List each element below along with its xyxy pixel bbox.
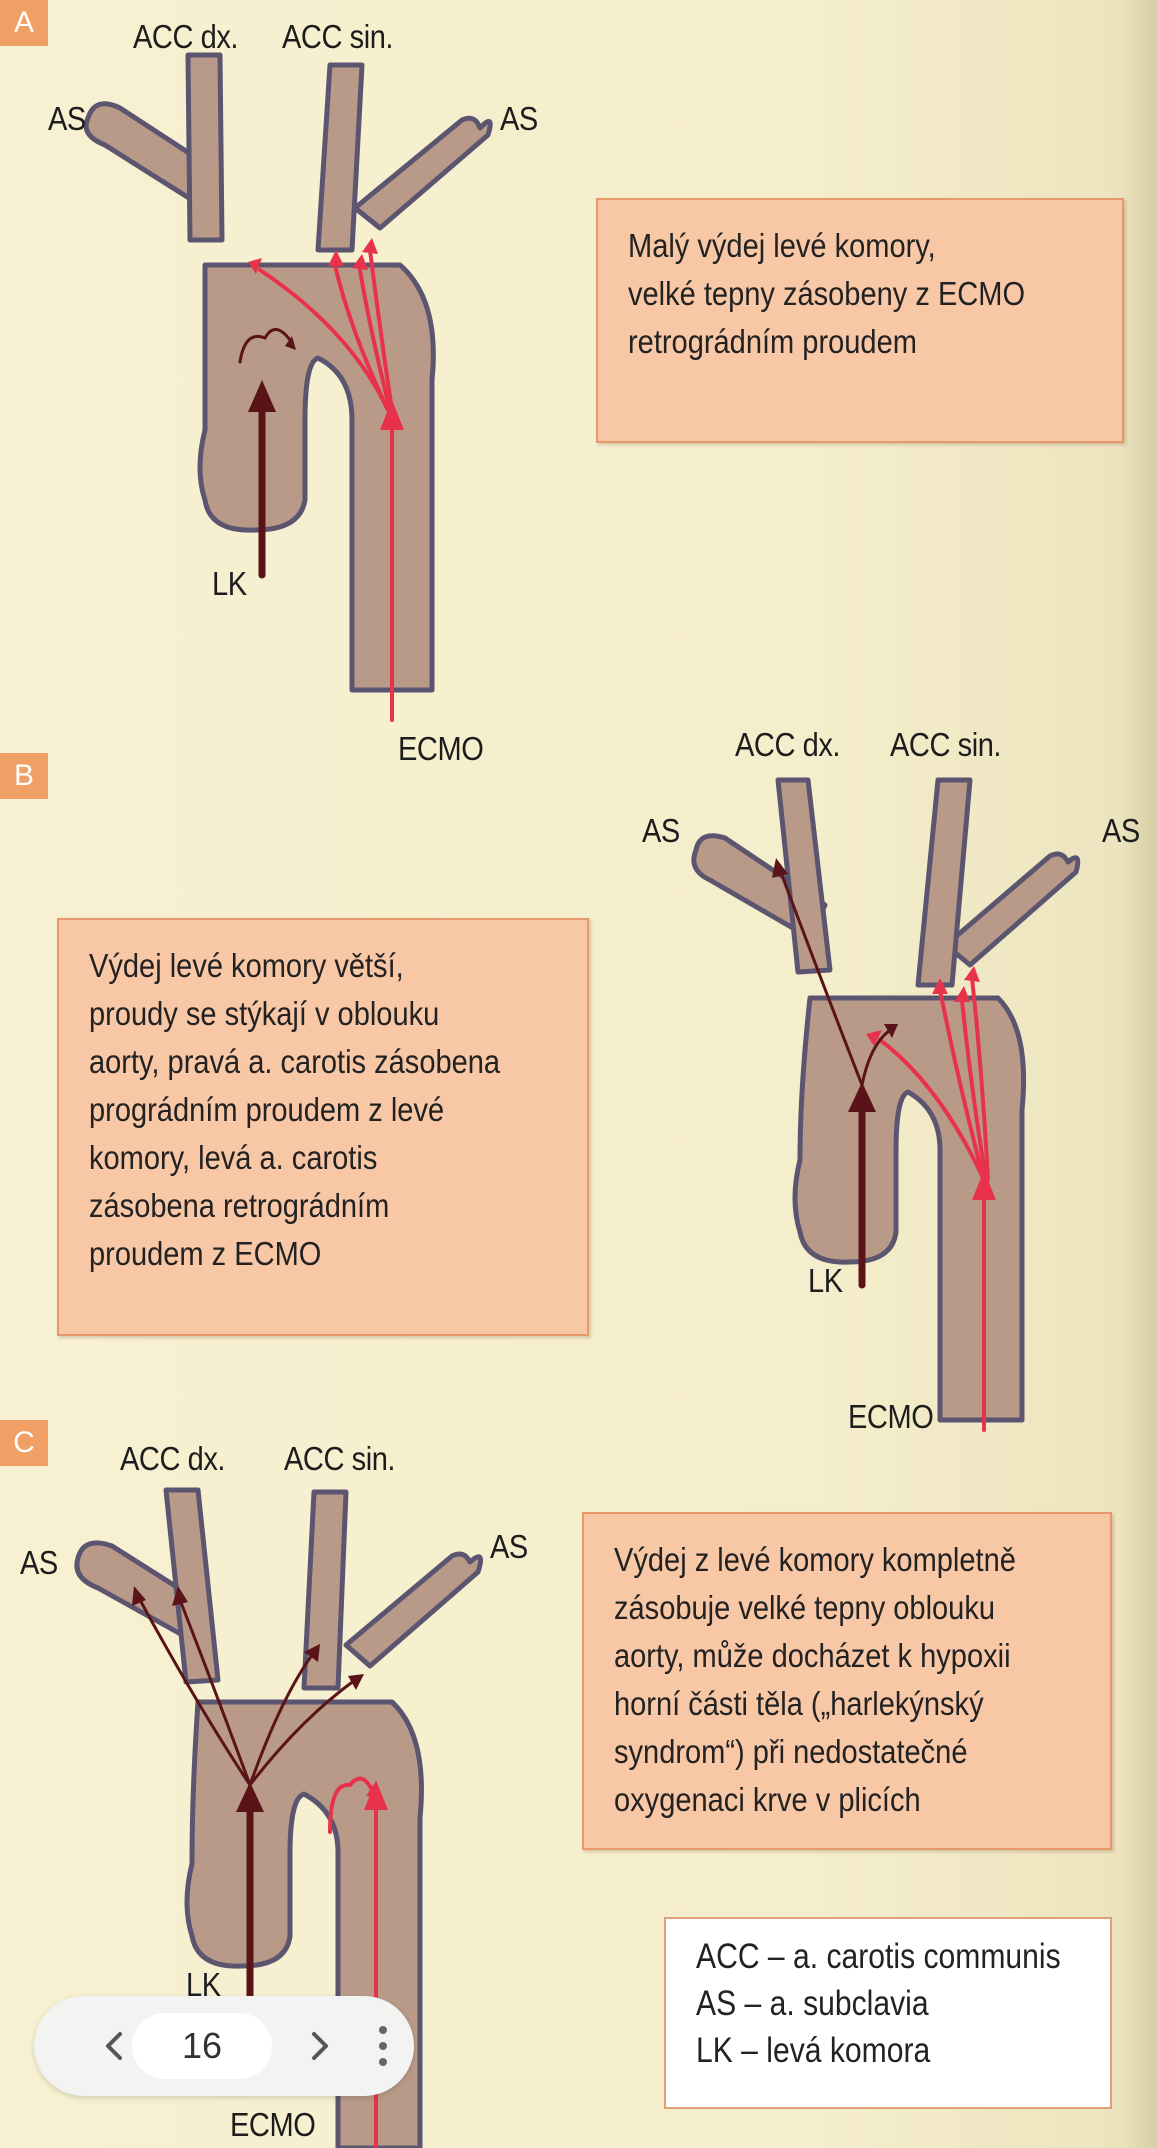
prev-page-button[interactable]	[90, 2022, 138, 2070]
aortic-arch	[197, 262, 436, 693]
label-a-lk: LK	[212, 565, 247, 602]
info-b-line-2: proudy se stýkají v oblouku	[89, 995, 440, 1032]
branch-acc-sin	[315, 62, 365, 253]
more-options-button[interactable]	[376, 2022, 390, 2070]
info-c-line-5: syndrom“) při nedostatečné	[614, 1733, 968, 1770]
label-b-as-left: AS	[642, 812, 680, 849]
info-c-line-3: aorty, může docházet k hypoxii	[614, 1637, 1011, 1674]
ecmo-flow-arrows	[866, 966, 996, 1432]
info-b-line-6: zásobena retrográdním	[89, 1187, 390, 1224]
branch-acc-dx	[775, 777, 833, 975]
info-b-line-7: proudem z ECMO	[89, 1235, 322, 1272]
branch-as-right	[352, 115, 493, 231]
lk-flow-arrows	[132, 1586, 364, 2004]
page-spine-shadow	[1119, 0, 1157, 2148]
info-a-line-1: Malý výdej levé komory,	[628, 227, 936, 264]
label-a-ecmo: ECMO	[398, 730, 484, 767]
label-a-as-left: AS	[48, 100, 86, 137]
chevron-right-icon	[312, 2032, 328, 2060]
branch-acc-dx	[185, 52, 225, 243]
lk-flow-arrows	[772, 858, 898, 1289]
chevron-left-icon	[106, 2032, 122, 2060]
label-a-acc-sin: ACC sin.	[282, 18, 394, 55]
info-c-line-4: horní části těla („harlekýnský	[614, 1685, 984, 1722]
branch-acc-sin	[915, 777, 973, 988]
info-box-a: Malý výdej levé komory, velké tepny záso…	[596, 198, 1124, 443]
ecmo-flow-arrows	[248, 238, 404, 722]
info-b-line-5: komory, levá a. carotis	[89, 1139, 378, 1176]
label-c-ecmo: ECMO	[230, 2106, 316, 2143]
info-a-line-3: retrográdním proudem	[628, 323, 917, 360]
aortic-arch	[792, 995, 1027, 1423]
section-b-tag: B	[0, 753, 48, 799]
info-c-line-6: oxygenaci krve v plicích	[614, 1781, 921, 1818]
lk-flow-arrows	[238, 328, 296, 579]
info-b-line-3: aorty, pravá a. carotis zásobena	[89, 1043, 501, 1080]
label-c-acc-dx: ACC dx.	[120, 1440, 226, 1477]
label-c-as-left: AS	[20, 1544, 58, 1581]
info-a-line-2: velké tepny zásobeny z ECMO	[628, 275, 1026, 312]
more-vertical-icon	[379, 2026, 387, 2034]
next-page-button[interactable]	[296, 2022, 344, 2070]
info-b-line-4: prográdním proudem z levé	[89, 1091, 445, 1128]
label-a-acc-dx: ACC dx.	[133, 18, 239, 55]
aorta-diagram-c	[74, 1487, 484, 2148]
branch-acc-sin	[301, 1489, 349, 1691]
label-c-acc-sin: ACC sin.	[284, 1440, 396, 1477]
label-b-as-right: AS	[1102, 812, 1140, 849]
branch-as-right	[343, 1551, 484, 1669]
aorta-diagram-a	[83, 52, 493, 722]
info-c-line-1: Výdej z levé komory kompletně	[614, 1541, 1016, 1578]
info-box-b: Výdej levé komory větší, proudy se stýka…	[57, 918, 589, 1336]
page-number[interactable]: 16	[132, 2013, 272, 2079]
label-a-as-right: AS	[500, 100, 538, 137]
legend-box: ACC – a. carotis communis AS – a. subcla…	[664, 1917, 1112, 2109]
label-b-lk: LK	[808, 1262, 843, 1299]
section-c-tag: C	[0, 1420, 48, 1466]
section-a-tag: A	[0, 0, 48, 46]
aorta-diagram-b	[691, 777, 1081, 1432]
label-c-as-right: AS	[490, 1528, 528, 1565]
legend-lk: LK – levá komora	[696, 2031, 931, 2070]
info-box-c: Výdej z levé komory kompletně zásobuje v…	[582, 1512, 1112, 1850]
branch-acc-dx	[163, 1487, 221, 1685]
label-b-ecmo: ECMO	[848, 1398, 934, 1435]
info-c-line-2: zásobuje velké tepny oblouku	[614, 1589, 996, 1626]
label-b-acc-sin: ACC sin.	[890, 726, 1002, 763]
branch-as-right	[943, 851, 1081, 968]
legend-acc: ACC – a. carotis communis	[696, 1937, 1061, 1976]
page-navigation-toolbar: 16	[34, 1996, 414, 2096]
label-b-acc-dx: ACC dx.	[735, 726, 841, 763]
legend-as: AS – a. subclavia	[696, 1984, 929, 2023]
info-b-line-1: Výdej levé komory větší,	[89, 947, 404, 984]
